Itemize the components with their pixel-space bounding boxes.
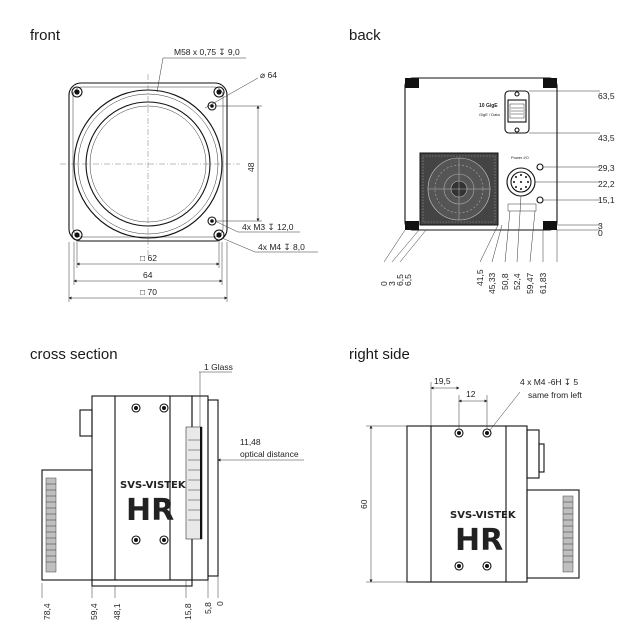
front-diameter-label: ⌀ 64 bbox=[260, 70, 277, 80]
right-height-label: 60 bbox=[359, 499, 369, 509]
back-right-dim-1: 43,5 bbox=[598, 133, 615, 143]
back-view: back 10 GigE GigE / Data bbox=[349, 27, 615, 294]
back-bottom-dims: 0 3 6,5 6,5 41,5 45,33 50,8 52,4 59,47 6… bbox=[379, 195, 558, 294]
back-bottom-dim-8: 59,47 bbox=[525, 272, 535, 294]
cross-glass-hatch bbox=[188, 439, 200, 521]
back-right-dim-6: 0 bbox=[598, 228, 603, 238]
cross-back-fins bbox=[41, 469, 93, 581]
cross-dist-value: 11,48 bbox=[240, 437, 261, 447]
front-dim-62: □ 62 bbox=[140, 253, 157, 263]
back-bottom-dim-4: 41,5 bbox=[475, 269, 485, 286]
back-right-dim-0: 63,5 bbox=[598, 91, 615, 101]
back-bottom-dim-9: 61,83 bbox=[538, 272, 548, 294]
back-right-dim-2: 29,3 bbox=[598, 163, 615, 173]
back-bottom-dim-0: 0 bbox=[379, 281, 389, 286]
cross-title: cross section bbox=[30, 346, 118, 363]
cross-bottom-dim-2: 48,1 bbox=[112, 603, 122, 620]
port-label: 10 GigE bbox=[479, 103, 498, 109]
back-title: back bbox=[349, 27, 381, 44]
right-title: right side bbox=[349, 346, 410, 363]
back-bottom-dim-5: 45,33 bbox=[487, 272, 497, 294]
back-bottom-dim-1: 3 bbox=[387, 281, 397, 286]
ethernet-port bbox=[504, 90, 530, 134]
right-dim-19-5: 19,5 bbox=[434, 376, 451, 386]
front-thread-label: M58 x 0,75 ↧ 9,0 bbox=[174, 47, 240, 57]
right-dim-12: 12 bbox=[466, 389, 476, 399]
front-m4-label: 4x M4 ↧ 8,0 bbox=[258, 242, 305, 252]
back-right-dim-4: 15,1 bbox=[598, 195, 615, 205]
front-title: front bbox=[30, 27, 61, 44]
back-housing bbox=[404, 77, 558, 231]
cross-bottom-dim-5: 0 bbox=[215, 601, 225, 606]
right-logo-model: HR bbox=[455, 523, 503, 558]
front-height-label: 48 bbox=[246, 162, 256, 172]
back-bottom-dim-6: 50,8 bbox=[500, 273, 510, 290]
front-corner-holes bbox=[71, 86, 225, 241]
right-fin-lines bbox=[563, 501, 573, 563]
back-bottom-dim-2: 6,5 bbox=[395, 274, 405, 286]
port-sub-label: GigE / Data bbox=[479, 112, 500, 117]
cross-section-view: cross section bbox=[30, 346, 304, 620]
right-side-view: right side SVS-VISTEK HR 19,5 bbox=[349, 346, 582, 583]
front-dim-64: 64 bbox=[143, 270, 153, 280]
power-connector bbox=[506, 167, 537, 212]
cross-logo-model: HR bbox=[126, 493, 174, 528]
cross-bottom-dim-0: 78,4 bbox=[42, 603, 52, 620]
fan-grille bbox=[419, 152, 499, 226]
back-right-dim-5: 3 bbox=[598, 221, 603, 231]
cross-logo-brand: SVS-VISTEK bbox=[120, 480, 187, 491]
front-view: front M58 x 0,75 ↧ 9,0 ⌀ 64 bbox=[30, 27, 318, 302]
power-io-label: Power I/O bbox=[511, 155, 529, 160]
right-body bbox=[406, 425, 528, 583]
cross-dist-label: optical distance bbox=[240, 449, 299, 459]
cross-bottom-dim-1: 59,4 bbox=[89, 603, 99, 620]
right-note-1: 4 x M4 -6H ↧ 5 bbox=[520, 377, 578, 387]
front-m3-label: 4x M3 ↧ 12,0 bbox=[242, 222, 294, 232]
right-note-2: same from left bbox=[528, 390, 582, 400]
back-right-dim-3: 22,2 bbox=[598, 179, 615, 189]
back-bottom-dim-7: 52,4 bbox=[512, 273, 522, 290]
cross-bottom-dim-4: 5,8 bbox=[203, 602, 213, 614]
cross-bottom-dim-3: 15,8 bbox=[183, 603, 193, 620]
cross-glass-label: 1 Glass bbox=[204, 362, 233, 372]
front-dim-70: □ 70 bbox=[140, 287, 157, 297]
right-logo-brand: SVS-VISTEK bbox=[450, 510, 517, 521]
back-bottom-dim-3: 6,5 bbox=[403, 274, 413, 286]
